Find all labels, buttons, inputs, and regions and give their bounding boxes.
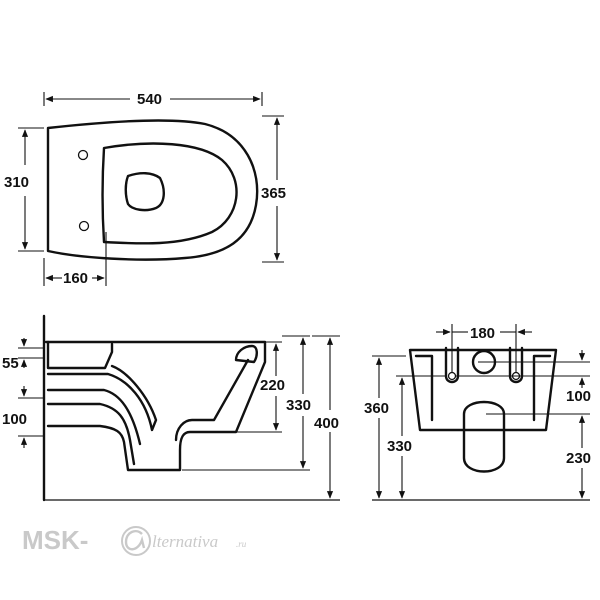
top-view-inner-bowl: [101, 142, 238, 245]
back-view-hole-left: [447, 371, 457, 381]
top-view-outline: [46, 119, 259, 261]
side-view-lower-channel: [46, 388, 142, 446]
side-view-inner-wall: [46, 402, 136, 466]
at-sign-icon: [121, 526, 151, 556]
side-view-bowl-curve: [174, 358, 250, 442]
dim-330-back: 330: [387, 438, 412, 455]
side-view-inner-channel: [46, 364, 158, 432]
dim-540: 540: [137, 91, 162, 108]
top-view-hole-lower: [78, 220, 90, 232]
dim-100: 100: [2, 411, 27, 428]
back-view-left-leg: [414, 354, 434, 422]
dim-400: 400: [314, 415, 339, 432]
side-view-rim-hole: [234, 344, 258, 364]
dim-180: 180: [470, 325, 495, 342]
dim-55: 55: [2, 355, 19, 372]
side-view: 55 100 220 330 400: [2, 314, 340, 502]
side-view-rim: [46, 340, 114, 370]
watermark-script: lternativa: [152, 532, 218, 551]
side-view-outline: [44, 340, 267, 472]
back-view: 180 100 360 330 230: [364, 324, 591, 501]
watermark-logo: MSK- lternativa .ru: [22, 525, 247, 556]
back-view-right-leg: [532, 354, 552, 422]
dim-360: 360: [364, 400, 389, 417]
back-view-outline: [408, 348, 558, 432]
back-view-outlet: [462, 400, 506, 473]
watermark-brand: MSK-: [22, 525, 88, 555]
top-view-drain: [124, 172, 165, 212]
top-view-hole-upper: [77, 149, 89, 161]
dim-330-side: 330: [286, 397, 311, 414]
dim-220: 220: [260, 377, 285, 394]
watermark-suffix: .ru: [236, 539, 247, 549]
dim-310: 310: [4, 174, 29, 191]
dim-160: 160: [63, 270, 88, 287]
dim-230: 230: [566, 450, 591, 467]
top-view: 540 310 365 160: [4, 91, 286, 287]
dim-100-back: 100: [566, 388, 591, 405]
dim-365: 365: [261, 185, 286, 202]
